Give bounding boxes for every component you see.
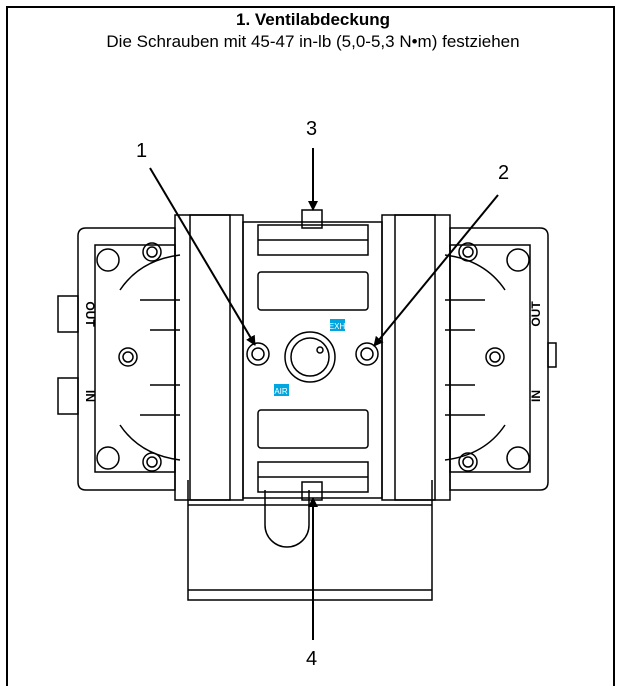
left-housing <box>57 227 181 491</box>
callout-label-3: 3 <box>306 118 318 140</box>
left-in-label: IN <box>83 390 97 402</box>
diagram-frame <box>6 6 615 686</box>
air-label: AIR <box>274 387 288 396</box>
right-out-label: OUT <box>529 301 543 327</box>
exh-label: EXH <box>329 322 346 331</box>
valve-cover <box>242 221 383 499</box>
air-label-bg <box>274 384 289 396</box>
callout-arrow-2 <box>373 194 499 347</box>
right-side-plate <box>381 214 451 501</box>
right-housing <box>444 227 557 491</box>
callout-label-2: 2 <box>498 162 510 184</box>
diagram-subtitle: Die Schrauben mit 45-47 in-lb (5,0-5,3 N… <box>106 32 520 51</box>
right-in-label: IN <box>529 390 543 402</box>
callout-label-1: 1 <box>136 140 148 162</box>
exh-label-bg <box>330 319 345 331</box>
left-side-plate <box>174 214 244 501</box>
left-out-label: OUT <box>83 301 97 327</box>
diagram-title: 1. Ventilabdeckung <box>236 10 390 29</box>
callout-arrow-1 <box>149 167 256 346</box>
callout-label-4: 4 <box>306 648 318 670</box>
